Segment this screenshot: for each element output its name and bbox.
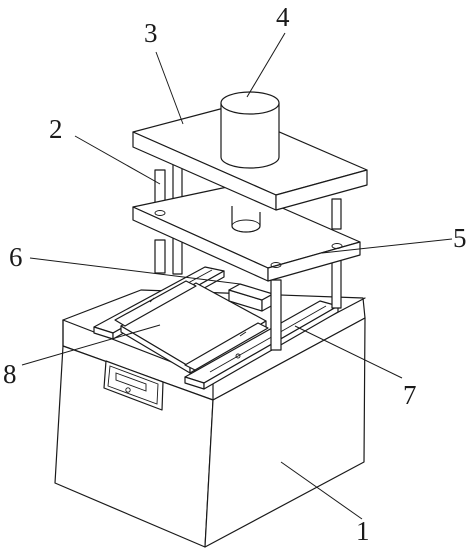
label-4: 4 xyxy=(276,2,290,32)
moving-plate xyxy=(132,185,361,282)
leader-8 xyxy=(21,324,161,366)
label-3: 3 xyxy=(144,18,158,48)
leader-2 xyxy=(74,135,161,185)
label-6: 6 xyxy=(9,242,23,272)
hydraulic-cylinder xyxy=(220,91,280,169)
leader-5 xyxy=(321,238,453,254)
leader-1 xyxy=(280,461,363,520)
leader-4 xyxy=(246,32,286,98)
control-panel xyxy=(103,360,164,411)
label-8: 8 xyxy=(3,359,17,389)
label-2: 2 xyxy=(49,114,63,144)
part-labels: 1 2 3 4 5 6 7 8 xyxy=(3,2,467,546)
leader-3 xyxy=(155,51,184,125)
piston-rod xyxy=(231,206,261,233)
press-plate xyxy=(114,280,274,374)
leader-6 xyxy=(29,257,241,285)
label-1: 1 xyxy=(356,516,370,546)
leader-7 xyxy=(294,325,403,379)
label-5: 5 xyxy=(453,223,467,253)
label-7: 7 xyxy=(403,380,417,410)
leader-lines xyxy=(21,32,453,520)
